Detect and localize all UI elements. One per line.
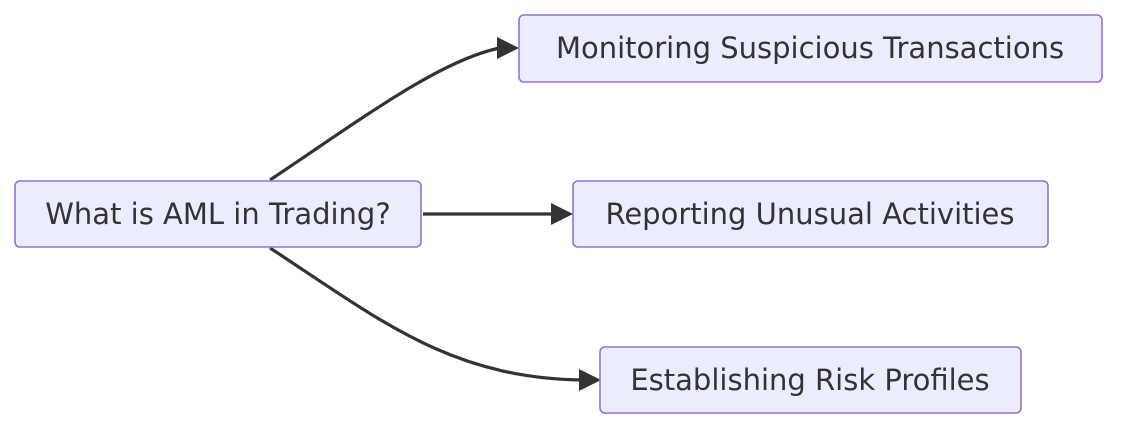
node-root: What is AML in Trading? (14, 180, 422, 248)
node-profiles-label: Establishing Risk Profiles (630, 363, 989, 397)
arrowhead-reporting (551, 203, 573, 225)
node-profiles-box (599, 346, 1022, 414)
node-profiles: Establishing Risk Profiles (599, 346, 1022, 414)
arrowhead-monitoring (497, 37, 519, 59)
node-reporting: Reporting Unusual Activities (572, 180, 1049, 248)
node-monitoring-box (518, 14, 1103, 83)
arrowhead-profiles (579, 369, 601, 391)
node-monitoring-label: Monitoring Suspicious Transactions (556, 31, 1064, 65)
node-root-box (14, 180, 422, 248)
node-monitoring: Monitoring Suspicious Transactions (518, 14, 1103, 83)
node-reporting-box (572, 180, 1049, 248)
node-reporting-label: Reporting Unusual Activities (605, 197, 1014, 231)
edge-root-to-profiles (269, 246, 583, 382)
edge-root-to-monitoring (269, 46, 501, 182)
edges (269, 37, 601, 391)
node-root-label: What is AML in Trading? (45, 197, 390, 231)
